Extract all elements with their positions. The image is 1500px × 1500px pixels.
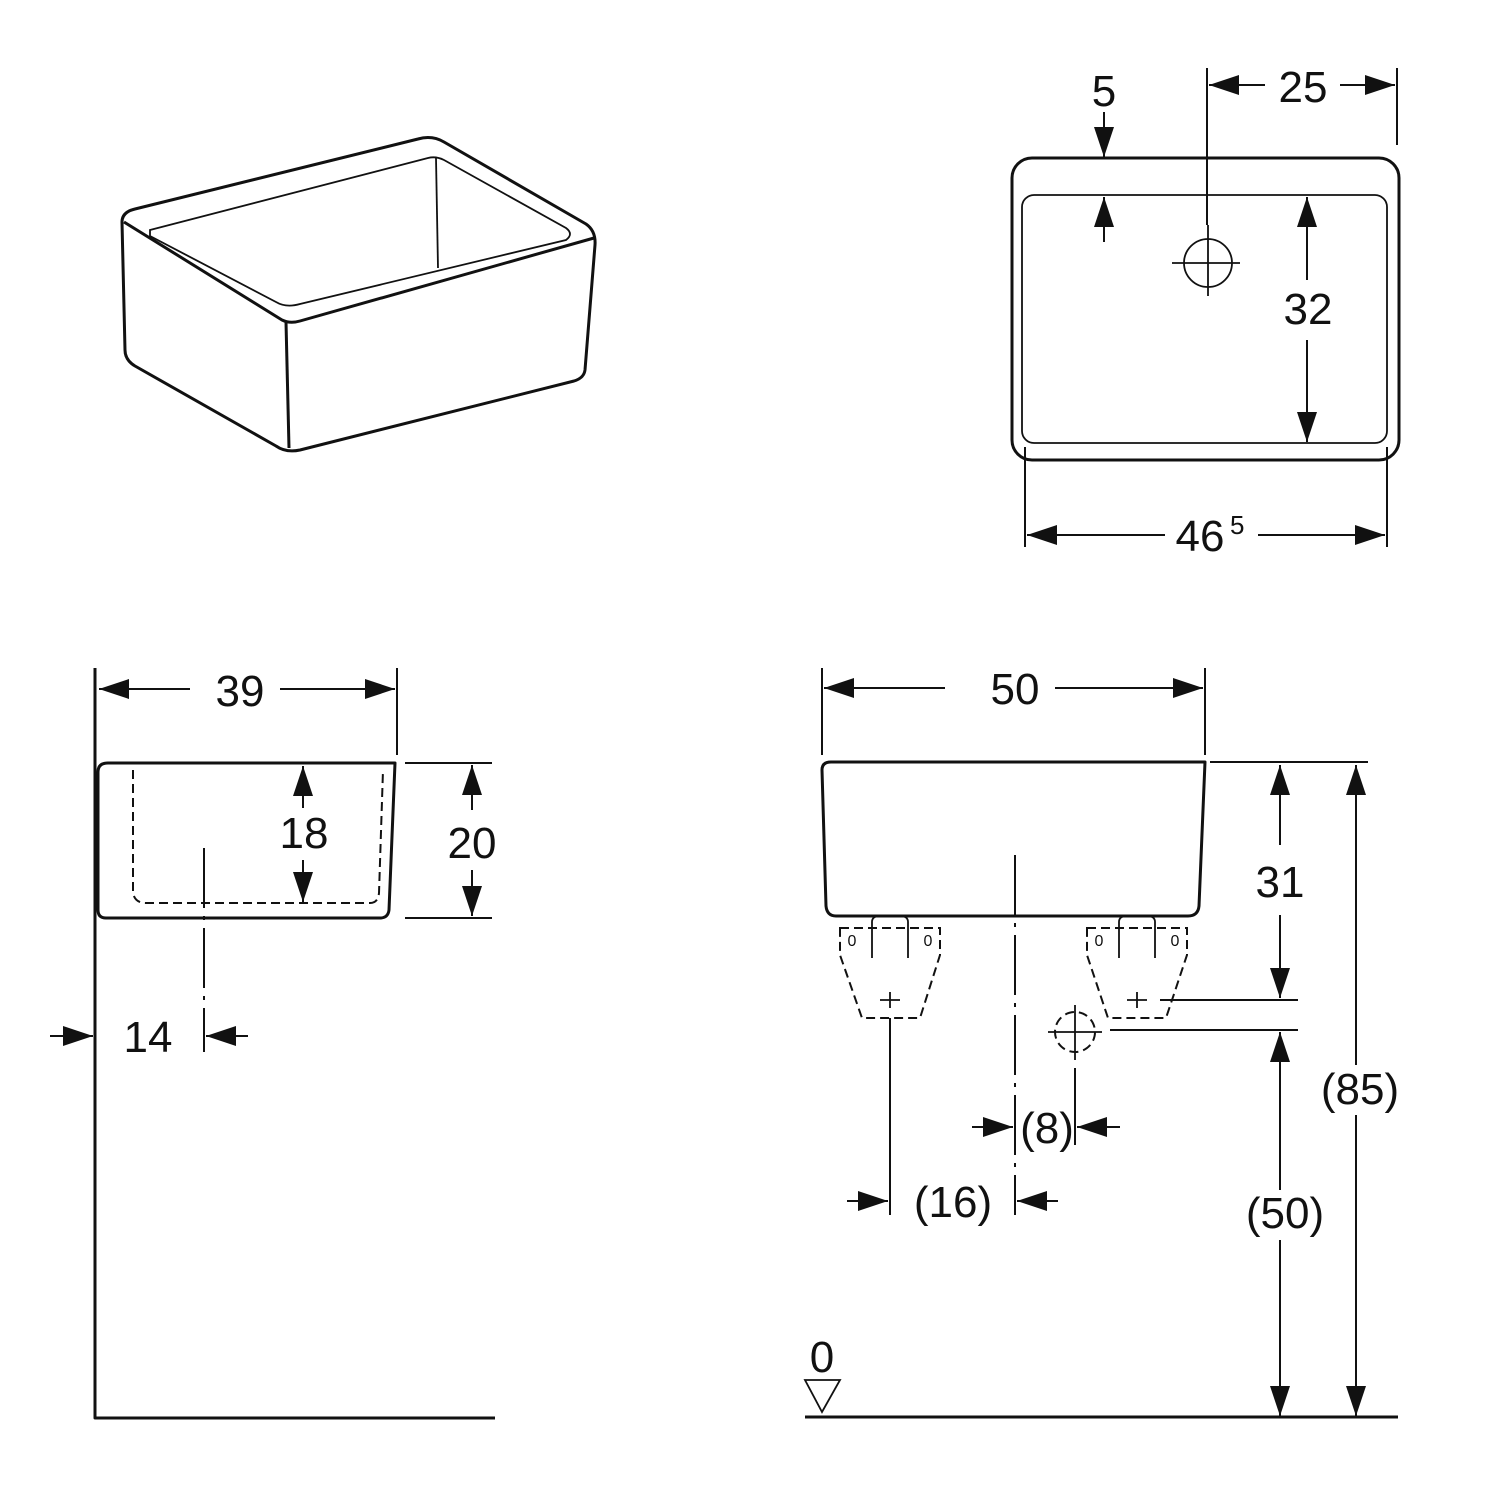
side-view: 39 18 20 14 — [50, 667, 497, 1420]
front-view: 50 0 0 0 0 31 (50) — [803, 665, 1399, 1419]
dim-16: (16) — [914, 1178, 992, 1227]
svg-text:0: 0 — [1171, 933, 1180, 950]
svg-text:0: 0 — [924, 933, 933, 950]
wall-and-floor — [93, 668, 495, 1420]
left-bracket: 0 0 — [839, 915, 941, 1019]
right-bracket: 0 0 — [1086, 915, 1188, 1019]
plan-view: 25 5 32 46 5 — [1010, 63, 1401, 561]
dim-50-floor: (50) — [1246, 1189, 1324, 1238]
dim-31: 31 — [1256, 858, 1305, 907]
dim-14: 14 — [124, 1013, 173, 1062]
dim-50: 50 — [991, 665, 1040, 714]
floor-level-icon — [803, 1379, 842, 1414]
drain-icon — [1048, 1005, 1102, 1060]
svg-text:0: 0 — [1095, 933, 1104, 950]
dim-39: 39 — [216, 667, 265, 716]
dim-32: 32 — [1284, 285, 1333, 334]
dim-20: 20 — [448, 819, 497, 868]
dim-25: 25 — [1279, 63, 1328, 112]
isometric-view — [120, 136, 597, 453]
dim-46-superscript: 5 — [1230, 510, 1244, 540]
dim-46: 46 — [1176, 512, 1225, 561]
svg-text:0: 0 — [848, 933, 857, 950]
dim-85: (85) — [1321, 1065, 1399, 1114]
dim-18: 18 — [280, 809, 329, 858]
dim-8: (8) — [1020, 1104, 1074, 1153]
drain-icon — [1172, 225, 1240, 296]
floor-level-label: 0 — [810, 1333, 834, 1382]
dim-5: 5 — [1092, 67, 1116, 116]
